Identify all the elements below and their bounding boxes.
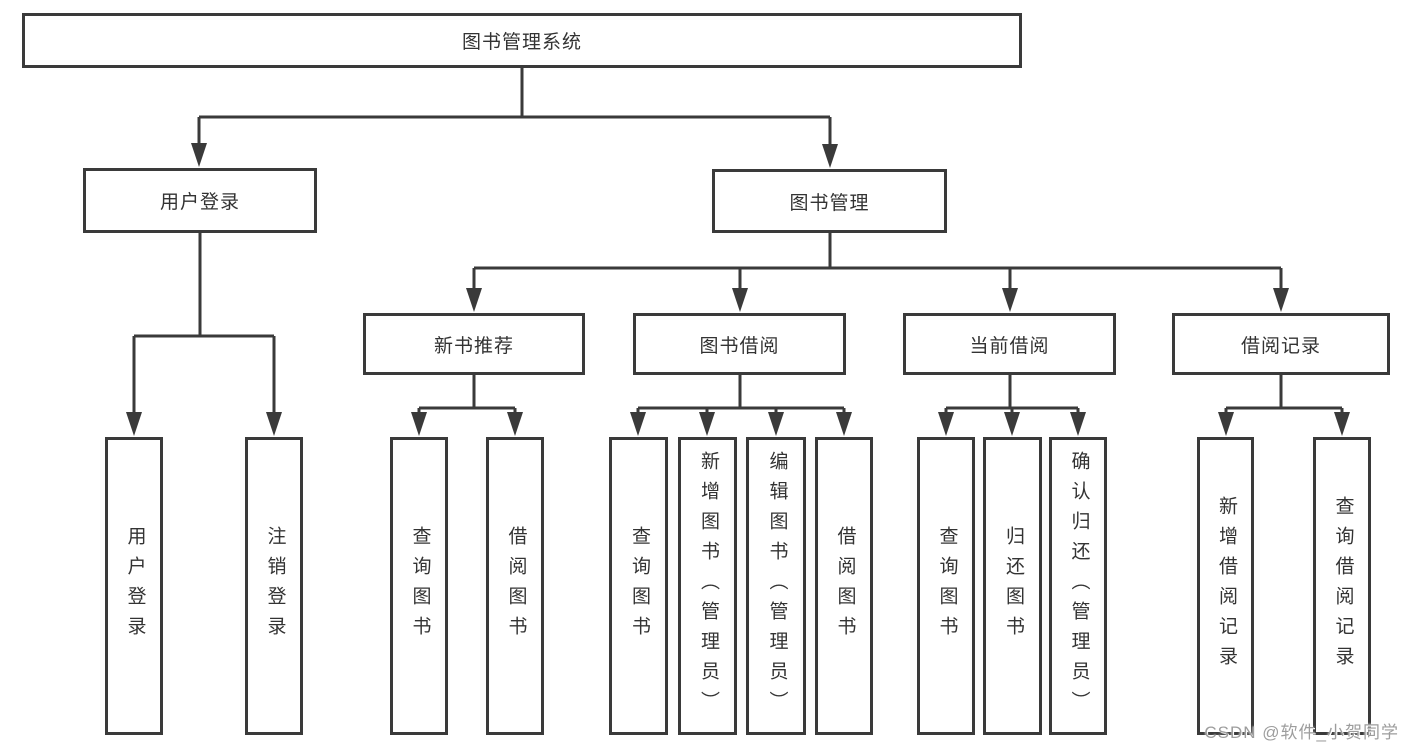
node-leaf-cb-confirm-return-admin: 确认归还（管理员）	[1049, 437, 1107, 735]
node-leaf-nbr-query-books: 查询图书	[390, 437, 448, 735]
node-leaf-nbr-query-books-label: 查询图书	[409, 526, 431, 646]
node-current-borrowing: 当前借阅	[903, 313, 1116, 375]
node-borrowing-records-label: 借阅记录	[1240, 335, 1321, 357]
node-leaf-user-login: 用户登录	[105, 437, 163, 735]
node-leaf-cb-confirm-return-admin-label: 确认归还（管理员）	[1068, 451, 1090, 721]
node-book-borrowing: 图书借阅	[633, 313, 846, 375]
node-book-management-label: 图书管理	[789, 192, 870, 214]
node-leaf-bb-edit-book-admin-label: 编辑图书（管理员）	[766, 451, 788, 721]
node-leaf-br-add-record-label: 新增借阅记录	[1215, 496, 1237, 676]
node-book-borrowing-label: 图书借阅	[699, 335, 780, 357]
node-user-login-label: 用户登录	[159, 192, 240, 213]
node-leaf-bb-borrow-books: 借阅图书	[815, 437, 873, 735]
node-leaf-bb-borrow-books-label: 借阅图书	[834, 526, 856, 646]
node-leaf-nbr-borrow-books-label: 借阅图书	[505, 526, 527, 646]
node-leaf-cb-query-books: 查询图书	[917, 437, 975, 735]
node-leaf-br-add-record: 新增借阅记录	[1197, 437, 1254, 735]
node-leaf-bb-add-book-admin-label: 新增图书（管理员）	[697, 451, 719, 721]
watermark: CSDN @软件_小贺同学	[1204, 723, 1399, 742]
node-leaf-nbr-borrow-books: 借阅图书	[486, 437, 544, 735]
node-leaf-br-query-record-label: 查询借阅记录	[1332, 496, 1354, 676]
node-root: 图书管理系统	[22, 13, 1022, 68]
node-leaf-br-query-record: 查询借阅记录	[1313, 437, 1371, 735]
node-new-book-recommendation-label: 新书推荐	[433, 335, 514, 357]
node-leaf-bb-add-book-admin: 新增图书（管理员）	[678, 437, 737, 735]
node-leaf-bb-query-books: 查询图书	[609, 437, 668, 735]
node-leaf-logout: 注销登录	[245, 437, 303, 735]
node-leaf-cb-return-books-label: 归还图书	[1002, 526, 1024, 646]
node-current-borrowing-label: 当前借阅	[969, 335, 1050, 357]
node-new-book-recommendation: 新书推荐	[363, 313, 585, 375]
node-leaf-cb-return-books: 归还图书	[983, 437, 1042, 735]
node-leaf-logout-label: 注销登录	[264, 526, 286, 646]
node-user-login: 用户登录	[83, 168, 317, 233]
node-root-label: 图书管理系统	[461, 32, 582, 53]
node-leaf-bb-edit-book-admin: 编辑图书（管理员）	[746, 437, 806, 735]
node-leaf-bb-query-books-label: 查询图书	[628, 526, 650, 646]
node-leaf-cb-query-books-label: 查询图书	[936, 526, 958, 646]
node-book-management: 图书管理	[712, 169, 947, 233]
node-borrowing-records: 借阅记录	[1172, 313, 1390, 375]
node-leaf-user-login-label: 用户登录	[124, 526, 146, 646]
